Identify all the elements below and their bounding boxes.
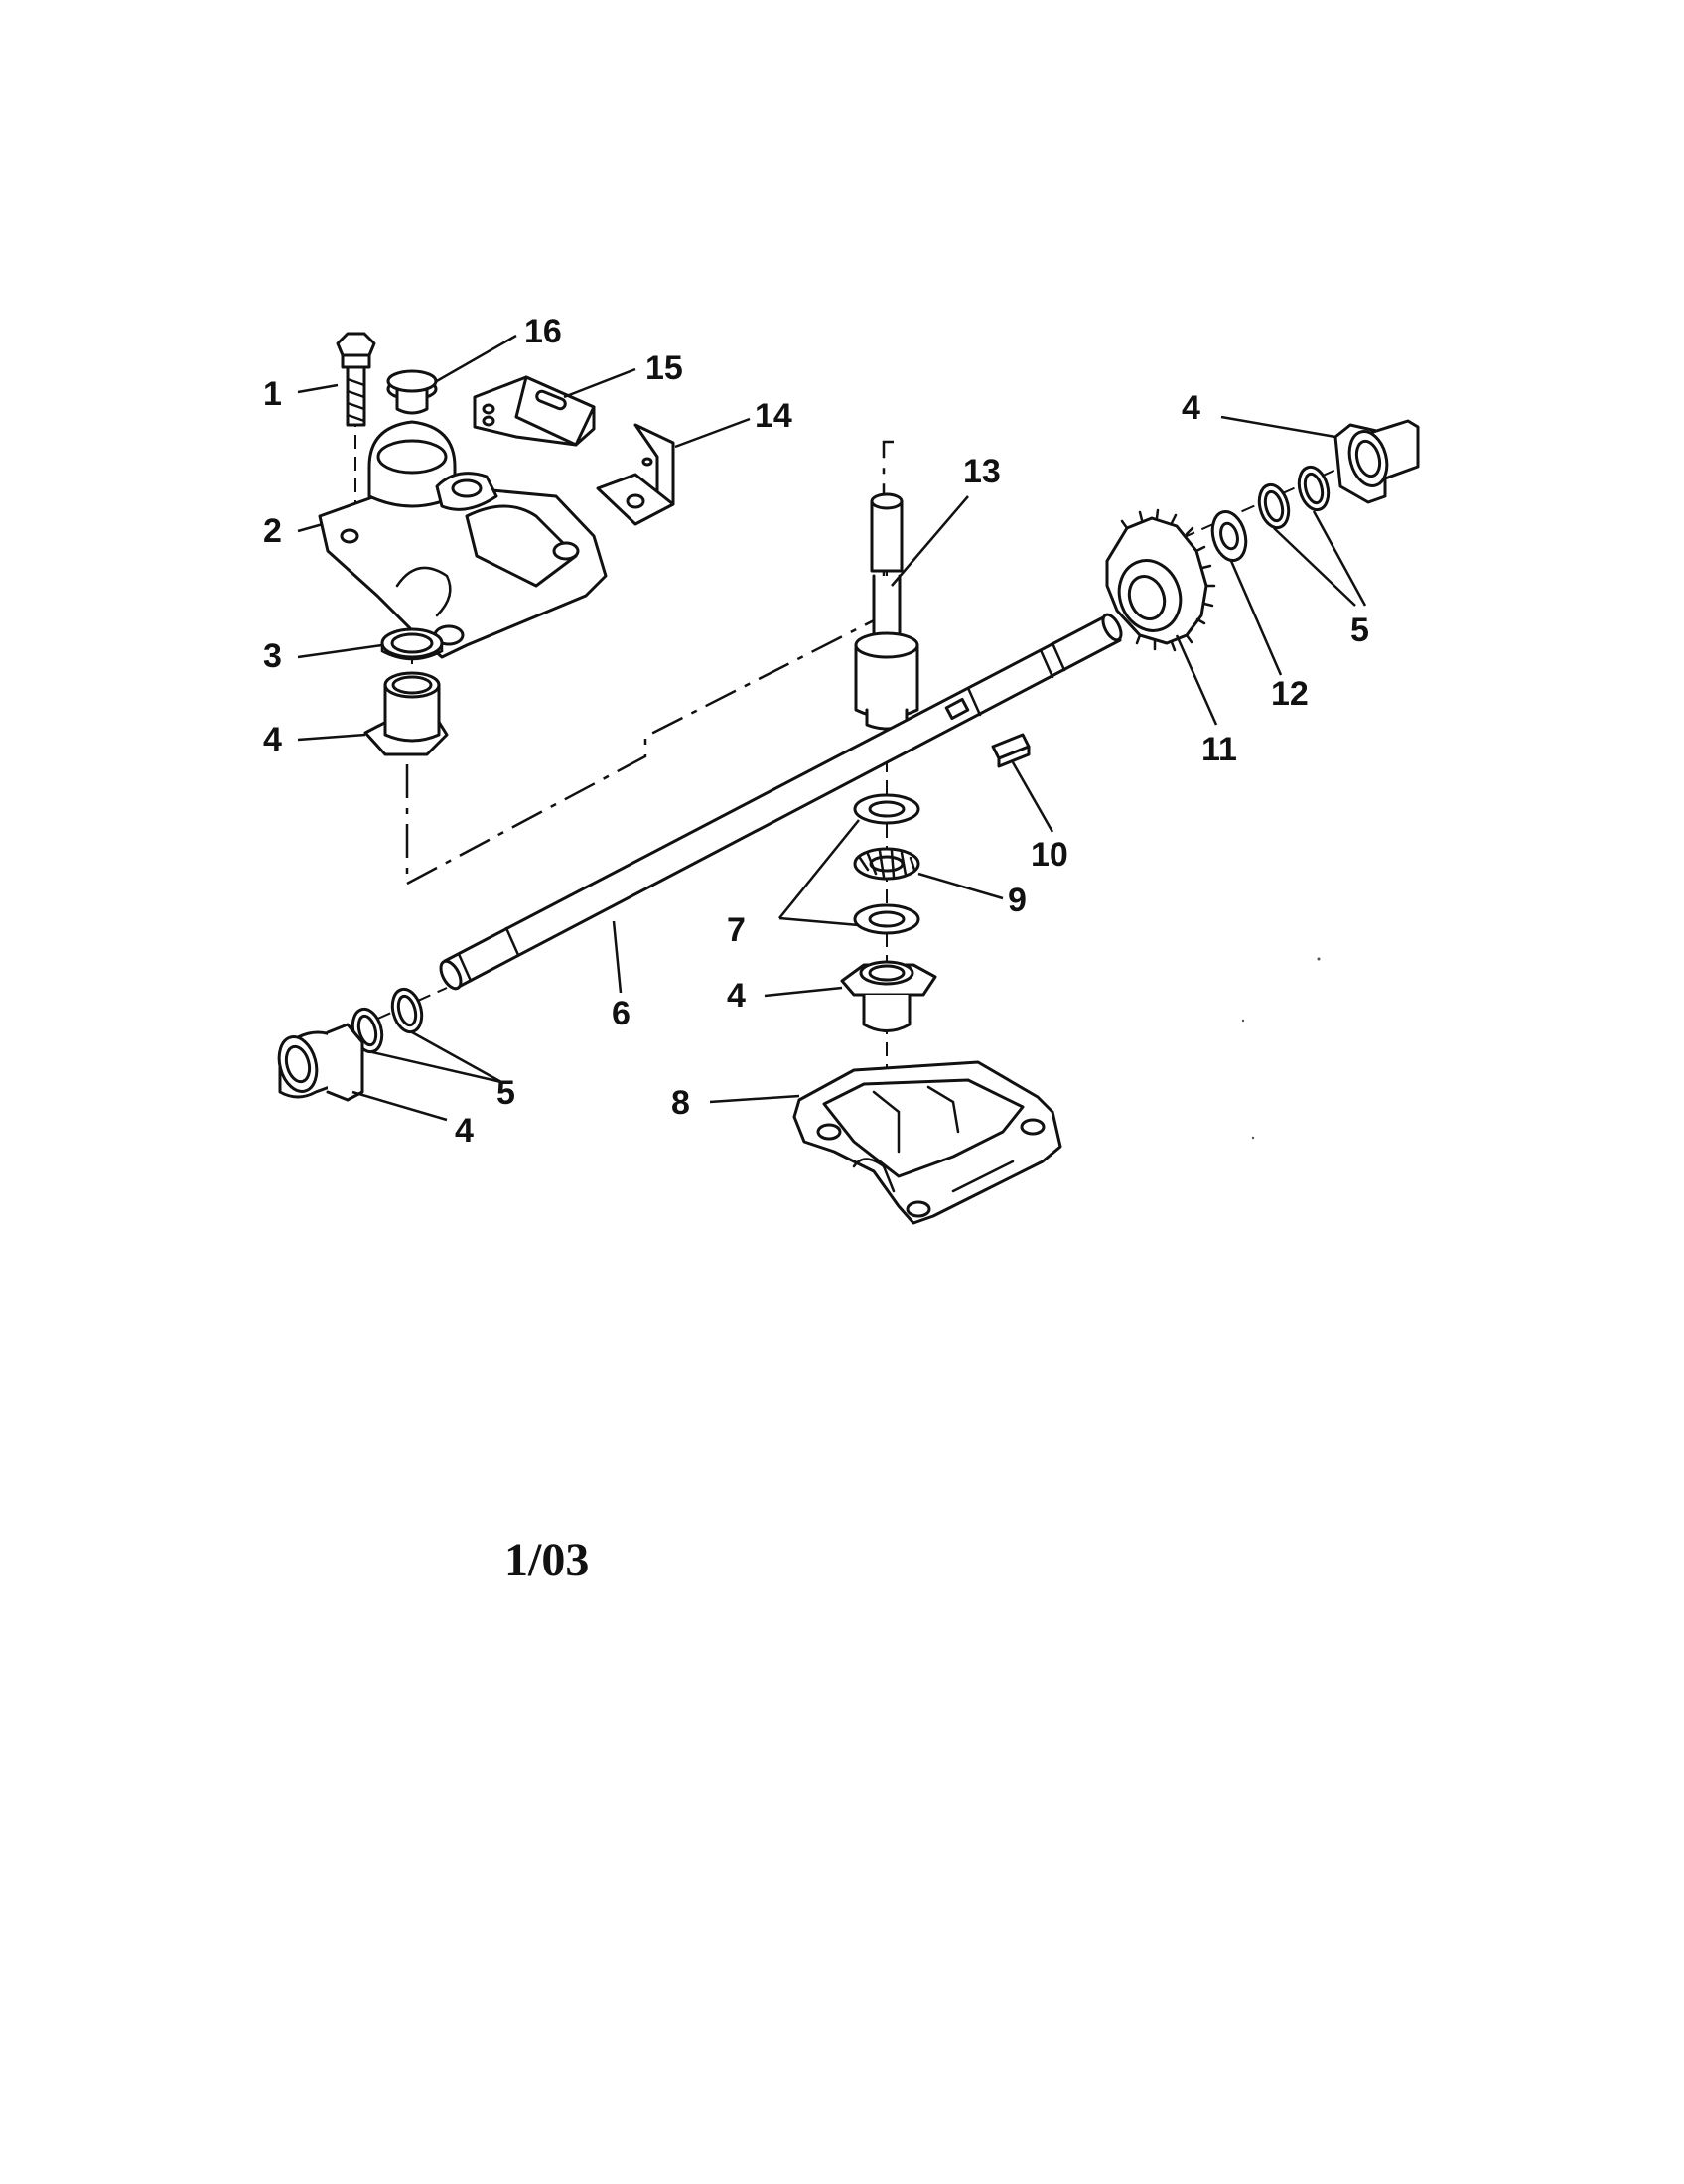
washer-right [1210,509,1248,563]
callout-8: 8 [671,1084,690,1122]
callout-labels: 1 2 3 4 4 4 4 5 5 6 7 8 9 10 11 12 13 14… [263,313,1369,1150]
bolt [336,332,376,427]
bushing-left [277,1023,364,1102]
upper-housing [318,420,608,659]
shims-right [1257,465,1331,530]
callout-5-right: 5 [1350,612,1369,649]
bracket-large [473,375,596,447]
lower-housing [792,1060,1062,1225]
callout-13: 13 [963,453,1001,490]
bushing-right [1333,419,1420,504]
callout-5-left: 5 [496,1074,515,1112]
bushing-upper [363,671,449,756]
seal [380,627,444,661]
callout-4-center: 4 [727,977,746,1015]
thrust-bearing [853,847,920,881]
axle [439,613,1123,991]
callout-3: 3 [263,637,282,675]
vertical-shaft [854,492,919,731]
callout-15: 15 [645,349,683,387]
bushing-center [840,960,937,1032]
callout-4-upper-left: 4 [263,721,282,758]
callout-7: 7 [727,911,746,949]
gear [1105,508,1216,652]
callout-10: 10 [1031,836,1068,874]
washer-upper [853,793,920,825]
assembly-guide-lines [297,347,1411,1112]
callout-16: 16 [524,313,562,350]
angle-bracket [596,423,675,526]
callout-9: 9 [1008,882,1027,919]
callout-12: 12 [1271,675,1309,713]
leader-lines [297,334,1367,1122]
scan-specks [1241,957,1321,1140]
callout-4-right: 4 [1182,389,1200,427]
callout-2: 2 [263,512,282,550]
shims-left [351,987,424,1054]
callout-6: 6 [612,995,631,1032]
callout-11: 11 [1201,731,1237,768]
key [991,733,1031,768]
gear-teeth [1120,508,1216,652]
callout-14: 14 [755,397,792,435]
plug [386,369,438,415]
callout-1: 1 [263,375,282,413]
date-code: 1/03 [504,1534,589,1586]
washer-lower [853,903,920,935]
callout-4-lower-left: 4 [455,1112,474,1150]
